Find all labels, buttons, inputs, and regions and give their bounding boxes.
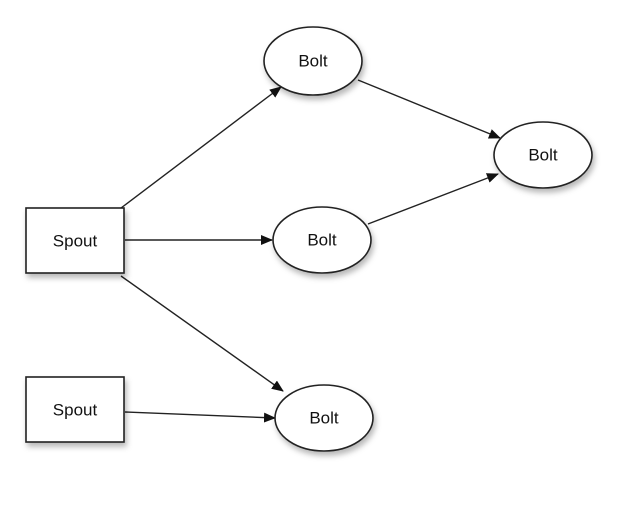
spout-box	[25, 376, 125, 443]
node-bolt-right: Bolt	[493, 121, 593, 189]
edges	[120, 79, 501, 423]
spout-label: Spout	[53, 232, 98, 251]
spout-box	[25, 207, 125, 274]
bolt-label: Bolt	[528, 146, 558, 165]
edge-spout2-to-bolt-bottom	[124, 411, 276, 423]
bolt-ellipse	[493, 121, 593, 189]
bolt-label: Bolt	[309, 409, 339, 428]
bolt-label: Bolt	[298, 52, 328, 71]
edge-spout1-to-bolt-bottom	[120, 275, 284, 392]
node-bolt-middle: Bolt	[272, 206, 372, 274]
spout-label: Spout	[53, 401, 98, 420]
node-bolt-top: Bolt	[263, 26, 363, 96]
bolt-label: Bolt	[307, 231, 337, 250]
edge-bolt-middle-to-bolt-right	[367, 173, 499, 225]
edge-spout1-to-bolt-top	[120, 86, 282, 209]
bolt-ellipse	[274, 384, 374, 452]
node-spout-1: Spout	[25, 207, 125, 274]
bolt-ellipse	[263, 26, 363, 96]
node-bolt-bottom: Bolt	[274, 384, 374, 452]
edge-bolt-top-to-bolt-right	[357, 79, 501, 139]
bolt-ellipse	[272, 206, 372, 274]
node-spout-2: Spout	[25, 376, 125, 443]
